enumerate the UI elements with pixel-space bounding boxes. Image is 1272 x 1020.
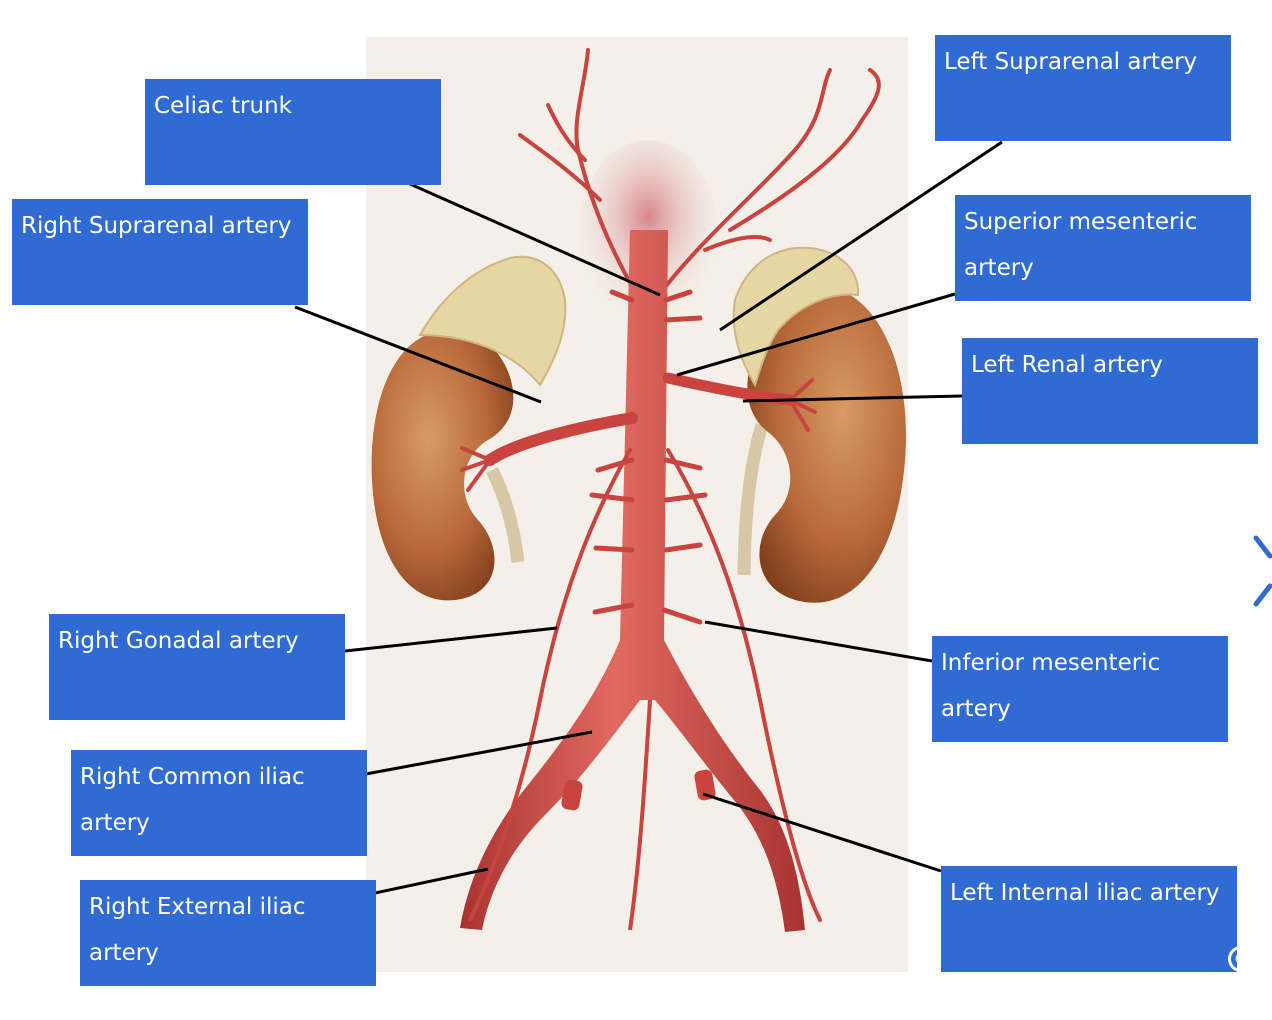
leader-right-common-iliac bbox=[365, 730, 593, 776]
label-text: Left Renal artery bbox=[971, 352, 1163, 378]
label-text: Inferior mesenteric artery bbox=[941, 650, 1161, 722]
label-right-gonadal-artery[interactable]: Right Gonadal artery bbox=[49, 614, 345, 720]
leader-inferior-mesenteric bbox=[704, 620, 933, 663]
label-text: Right Gonadal artery bbox=[58, 628, 299, 654]
leader-left-suprarenal bbox=[719, 140, 1003, 332]
label-superior-mesenteric-artery[interactable]: Superior mesenteric artery bbox=[955, 195, 1251, 301]
label-text: Right Common iliac artery bbox=[80, 764, 305, 836]
label-right-suprarenal-artery[interactable]: Right Suprarenal artery bbox=[12, 199, 308, 305]
label-left-internal-iliac-artery[interactable]: Left Internal iliac artery bbox=[941, 866, 1237, 972]
lumbar-and-visceral-branches bbox=[589, 289, 708, 625]
aorta bbox=[460, 230, 805, 932]
leader-right-suprarenal bbox=[294, 305, 542, 404]
label-text: Right External iliac artery bbox=[89, 894, 306, 966]
right-internal-iliac-stub bbox=[561, 779, 583, 811]
leader-left-renal bbox=[742, 394, 963, 403]
label-text: Celiac trunk bbox=[154, 93, 292, 119]
right-ureter bbox=[486, 467, 525, 563]
left-ureter bbox=[737, 423, 769, 576]
chevron-right-icon[interactable] bbox=[1252, 532, 1272, 612]
leader-right-external-iliac bbox=[374, 867, 489, 895]
right-kidney bbox=[371, 330, 514, 601]
label-left-renal-artery[interactable]: Left Renal artery bbox=[962, 338, 1258, 444]
label-text: Left Internal iliac artery bbox=[950, 880, 1220, 906]
label-text: Superior mesenteric artery bbox=[964, 209, 1198, 281]
label-right-common-iliac-artery[interactable]: Right Common iliac artery bbox=[71, 750, 367, 856]
label-celiac-trunk[interactable]: Celiac trunk bbox=[145, 79, 441, 185]
leader-celiac-trunk bbox=[409, 182, 661, 297]
left-kidney bbox=[747, 284, 906, 603]
label-left-suprarenal-artery[interactable]: Left Suprarenal artery bbox=[935, 35, 1231, 141]
median-sacral-artery bbox=[628, 699, 652, 931]
leader-lines bbox=[294, 140, 1003, 895]
label-text: Left Suprarenal artery bbox=[944, 49, 1198, 75]
leader-right-gonadal bbox=[344, 626, 558, 653]
upper-branches bbox=[518, 48, 881, 302]
label-inferior-mesenteric-artery[interactable]: Inferior mesenteric artery bbox=[932, 636, 1228, 742]
label-text: Right Suprarenal artery bbox=[21, 213, 292, 239]
right-adrenal-gland bbox=[418, 255, 567, 387]
gonadal-arteries bbox=[468, 448, 822, 922]
leader-left-internal-iliac bbox=[702, 792, 942, 873]
leader-superior-mesenteric bbox=[676, 292, 956, 377]
left-internal-iliac-stub bbox=[694, 769, 716, 801]
renal-arteries bbox=[460, 372, 817, 492]
label-right-external-iliac-artery[interactable]: Right External iliac artery bbox=[80, 880, 376, 986]
copyright-icon: © bbox=[1228, 946, 1254, 972]
